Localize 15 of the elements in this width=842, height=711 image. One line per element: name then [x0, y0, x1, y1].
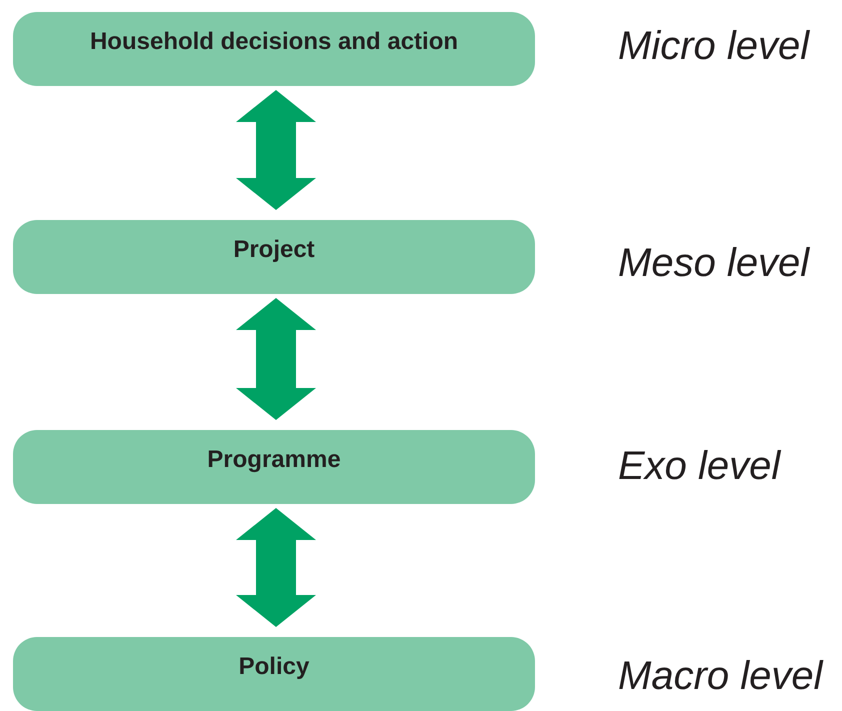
- level-label: Micro level: [618, 24, 810, 69]
- level-box: [13, 637, 535, 711]
- level-label: Macro level: [618, 654, 823, 699]
- box-label: Household decisions and action: [90, 28, 458, 56]
- level-label: Meso level: [618, 241, 810, 286]
- level-box: [13, 12, 535, 86]
- level-label: Exo level: [618, 444, 780, 489]
- box-label: Project: [233, 236, 315, 264]
- double-arrow: [236, 298, 316, 420]
- level-box: [13, 220, 535, 294]
- double-arrow: [236, 90, 316, 210]
- level-box: [13, 430, 535, 504]
- box-label: Policy: [238, 653, 310, 681]
- double-arrow: [236, 508, 316, 627]
- box-label: Programme: [207, 446, 341, 474]
